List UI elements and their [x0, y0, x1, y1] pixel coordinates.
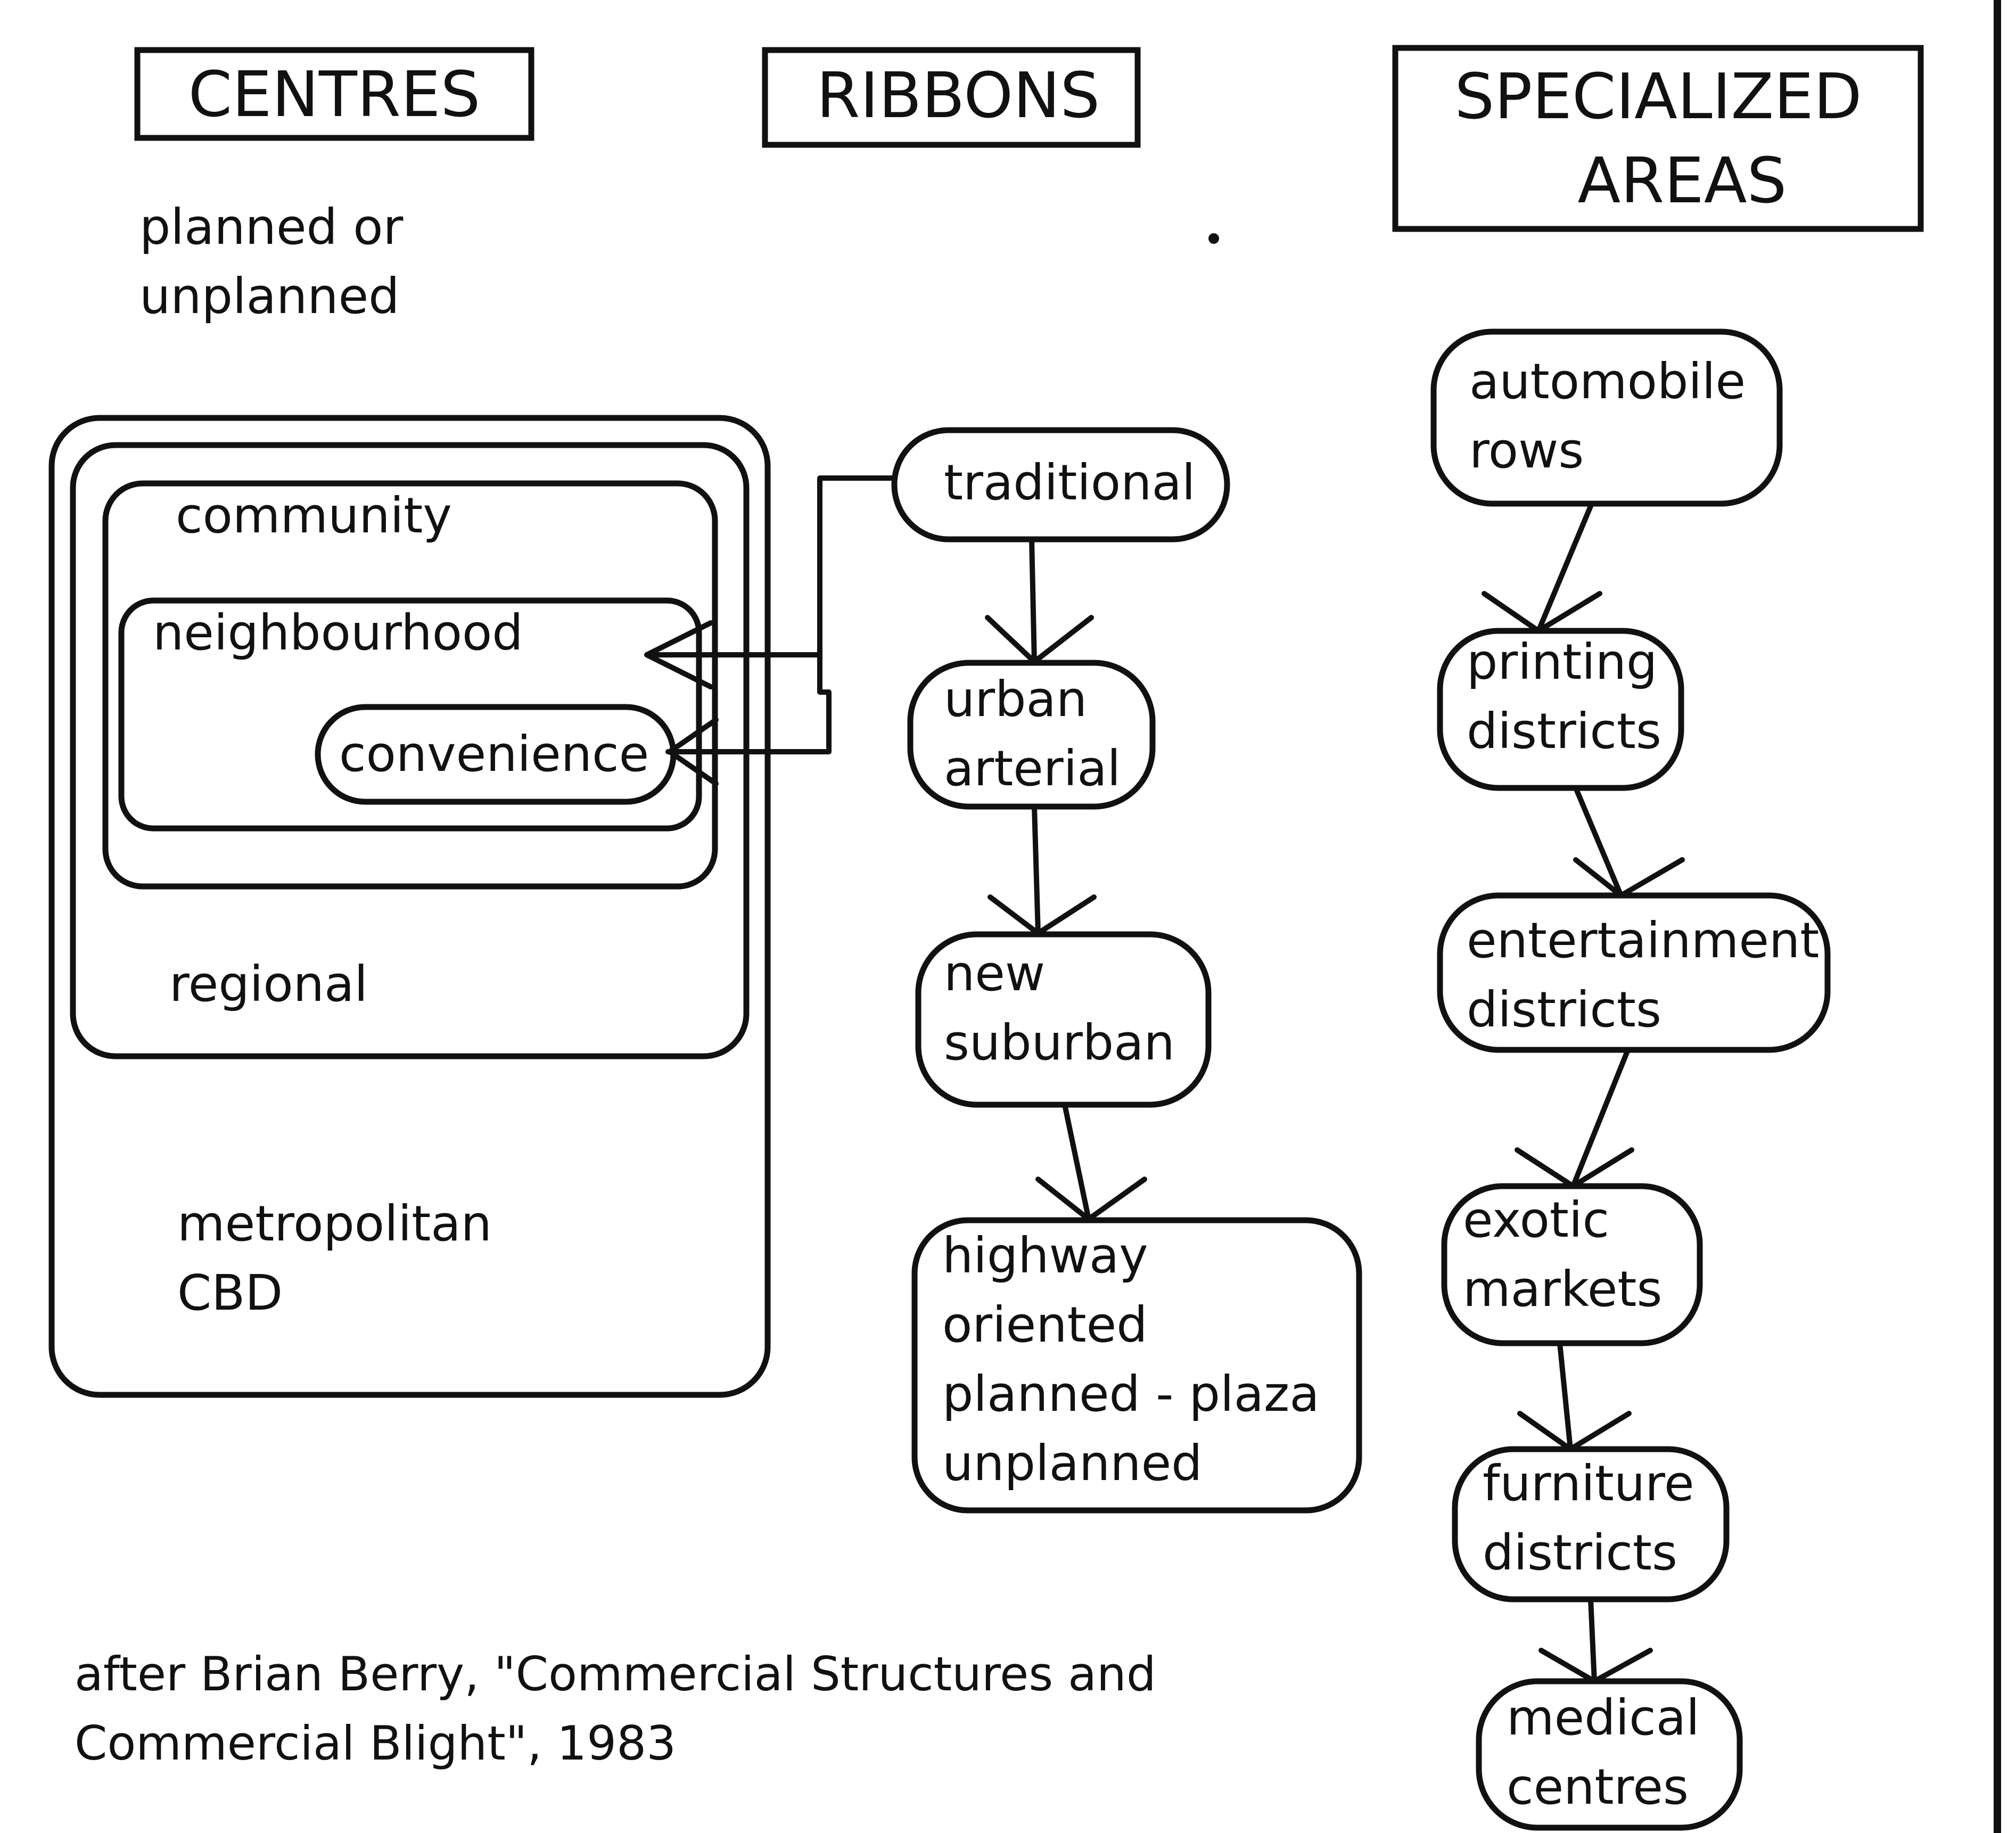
node-medical-centres [1476, 1678, 1743, 1831]
centres-convenience: convenience [339, 726, 649, 783]
arrow-traditional-urban [1029, 537, 1037, 664]
header-specialized-line1: SPECIALIZED [1454, 60, 1862, 133]
box-neighbourhood [118, 597, 702, 832]
header-specialized-line2: AREAS [1578, 144, 1787, 217]
citation-line1: after Brian Berry, "Commercial Structure… [75, 1647, 1156, 1702]
arrowhead-furniture [1517, 1411, 1632, 1452]
arrowhead-convenience [667, 717, 719, 786]
centres-note-line2: unplanned [139, 268, 400, 325]
ribbons-highway-line4: unplanned [942, 1435, 1203, 1492]
header-ribbons: RIBBONS [817, 59, 1100, 132]
arrowhead-entertainment [1573, 857, 1685, 898]
arrowhead-new [988, 894, 1097, 936]
specialized-furniture-line1: furniture [1483, 1455, 1694, 1512]
node-urban-arterial [907, 660, 1156, 810]
ribbons-urban-line1: urban [944, 671, 1087, 728]
centres-community: community [176, 487, 452, 544]
node-entertainment-districts [1437, 892, 1831, 1053]
arrowhead-highway [1035, 1177, 1147, 1222]
header-ribbons-box [762, 47, 1141, 148]
arrowhead-medical [1538, 1648, 1653, 1684]
specialized-entertainment-line1: entertainment [1467, 912, 1819, 969]
node-highway-oriented [911, 1217, 1362, 1514]
box-metropolitan [48, 415, 771, 1398]
centres-neighbourhood: neighbourhood [153, 604, 523, 661]
node-traditional [891, 427, 1230, 542]
arrow-furniture-medical [1588, 1597, 1597, 1684]
header-specialized-box [1392, 45, 1924, 232]
ribbons-new-line1: new [944, 945, 1045, 1002]
arrow-printing-entertainment [1573, 785, 1624, 898]
specialized-medical-line2: centres [1507, 1758, 1689, 1815]
ribbons-highway-line3: planned - plaza [942, 1366, 1320, 1423]
citation-line2: Commercial Blight", 1983 [75, 1716, 676, 1771]
arrow-urban-new [1032, 804, 1041, 936]
node-automobile-rows [1430, 328, 1783, 507]
specialized-exotic-line2: markets [1463, 1261, 1662, 1318]
specialized-automobile-line1: automobile [1469, 353, 1746, 410]
specialized-entertainment-line2: districts [1467, 981, 1661, 1038]
arrowhead-exotic [1515, 1147, 1634, 1189]
arrow-entertainment-exotic [1570, 1047, 1631, 1189]
arrow-automobile-printing [1536, 501, 1594, 634]
header-centres: CENTRES [188, 57, 481, 131]
box-community [102, 480, 718, 890]
ribbons-traditional: traditional [944, 454, 1195, 511]
specialized-medical-line1: medical [1507, 1689, 1700, 1746]
stray-dot [1208, 233, 1219, 244]
connector-traditional-to-convenience [665, 652, 832, 754]
centres-metropolitan-line1: metropolitan [177, 1195, 492, 1252]
centres-regional: regional [169, 956, 368, 1013]
centres-metropolitan-line2: CBD [177, 1264, 283, 1321]
connector-traditional-to-centres [649, 475, 897, 657]
ribbons-urban-line2: arterial [944, 740, 1121, 797]
ribbons-highway-line1: highway [942, 1227, 1148, 1284]
specialized-printing-line2: districts [1467, 703, 1661, 760]
specialized-printing-line1: printing [1467, 634, 1657, 691]
ribbons-highway-line2: oriented [942, 1296, 1148, 1353]
arrowhead-printing [1482, 591, 1602, 634]
centres-note-line1: planned or [139, 199, 403, 256]
ribbons-new-line2: suburban [944, 1014, 1175, 1071]
specialized-automobile-line2: rows [1469, 422, 1584, 479]
specialized-exotic-line1: exotic [1463, 1191, 1609, 1248]
arrow-new-highway [1062, 1102, 1091, 1222]
specialized-furniture-line2: districts [1483, 1524, 1677, 1581]
arrow-exotic-furniture [1557, 1341, 1573, 1452]
arrowhead-urban [985, 615, 1094, 664]
arrowhead-neighbourhood [644, 620, 713, 689]
node-printing-districts [1437, 628, 1684, 791]
header-centres-box [134, 47, 534, 141]
